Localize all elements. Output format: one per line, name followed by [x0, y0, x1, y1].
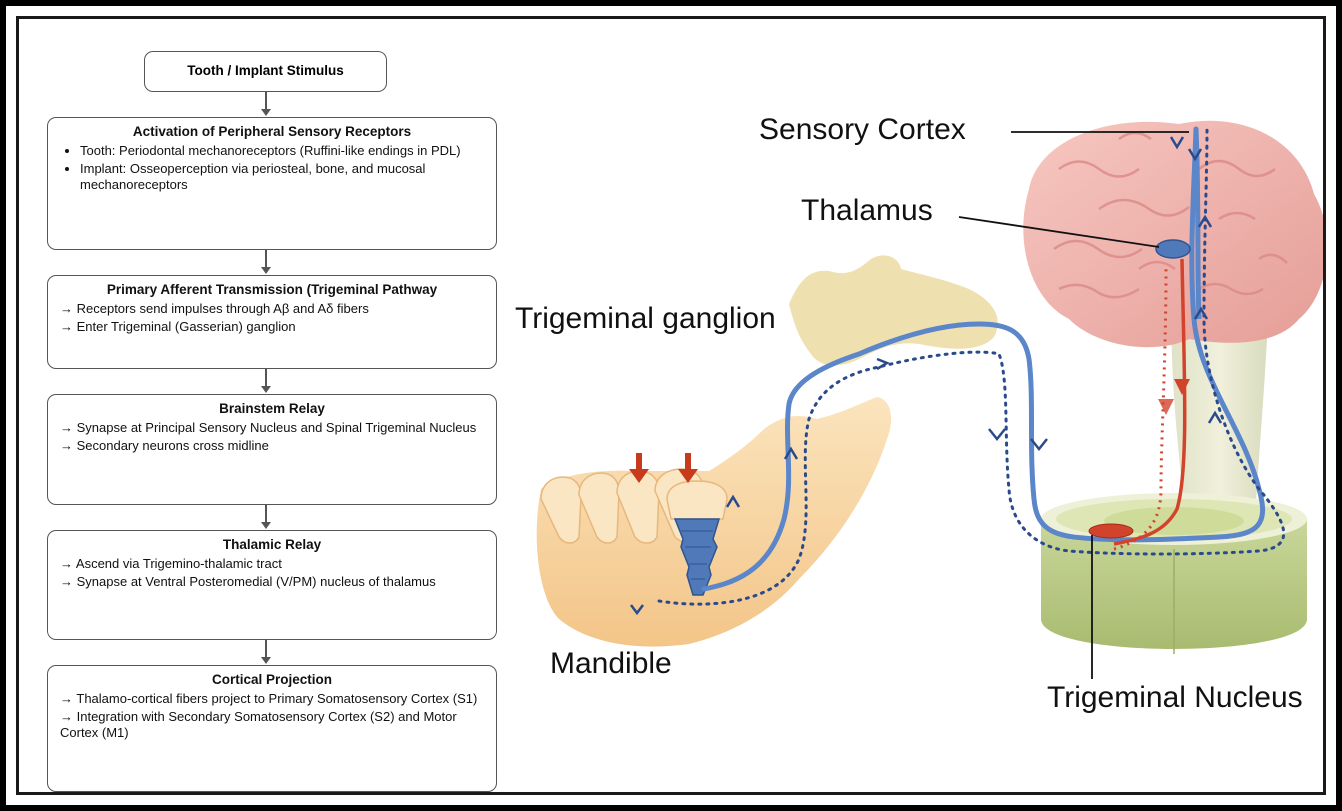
flow-start-box: Tooth / Implant Stimulus [144, 51, 387, 92]
flow-step-primary-afferent: Primary Afferent Transmission (Trigemina… [47, 275, 497, 369]
figure-panel: Tooth / Implant Stimulus Activation of P… [16, 16, 1326, 795]
flow-step-line: → Enter Trigeminal (Gasserian) ganglion [60, 319, 484, 335]
flow-step-peripheral-receptors: Activation of Peripheral Sensory Recepto… [47, 117, 497, 250]
flow-arrowhead [261, 386, 271, 393]
flow-arrowhead [261, 109, 271, 116]
flow-step-line: → Synapse at Principal Sensory Nucleus a… [60, 420, 484, 436]
label-sensory-cortex: Sensory Cortex [759, 113, 966, 147]
trigeminal-ganglion-shape [789, 255, 998, 365]
flow-step-title: Brainstem Relay [60, 401, 484, 416]
flow-arrow [265, 505, 267, 522]
flow-arrowhead [261, 657, 271, 664]
trigeminal-nucleus-shape [1089, 524, 1133, 538]
flow-step-title: Cortical Projection [60, 672, 484, 687]
flow-step-line: Tooth: Periodontal mechanoreceptors (Ruf… [80, 143, 484, 159]
label-trigeminal-nucleus: Trigeminal Nucleus [1047, 681, 1303, 715]
flow-step-brainstem-relay: Brainstem Relay → Synapse at Principal S… [47, 394, 497, 505]
outer-frame: Tooth / Implant Stimulus Activation of P… [6, 6, 1336, 805]
label-mandible: Mandible [550, 647, 672, 681]
flow-arrow [265, 369, 267, 386]
flow-arrow [265, 250, 267, 267]
flow-step-line: → Thalamo-cortical fibers project to Pri… [60, 691, 484, 707]
label-thalamus: Thalamus [801, 194, 933, 228]
flow-step-thalamic-relay: Thalamic Relay → Ascend via Trigemino-th… [47, 530, 497, 640]
flow-step-line: → Receptors send impulses through Aβ and… [60, 301, 484, 317]
flow-step-title: Primary Afferent Transmission (Trigemina… [60, 282, 484, 297]
label-trigeminal-ganglion: Trigeminal ganglion [515, 302, 776, 336]
flow-arrowhead [261, 522, 271, 529]
flow-arrow [265, 92, 267, 109]
flow-step-line: → Ascend via Trigemino-thalamic tract [60, 556, 484, 572]
flow-arrow [265, 640, 267, 657]
flow-step-cortical-projection: Cortical Projection → Thalamo-cortical f… [47, 665, 497, 792]
brainstem-cylinder [1041, 493, 1307, 654]
thalamus-shape [1156, 240, 1190, 258]
flow-step-line: → Integration with Secondary Somatosenso… [60, 709, 484, 741]
flow-step-title: Thalamic Relay [60, 537, 484, 552]
flow-step-line: Implant: Osseoperception via periosteal,… [80, 161, 484, 193]
flow-step-line: → Synapse at Ventral Posteromedial (V/PM… [60, 574, 484, 590]
flow-step-title: Activation of Peripheral Sensory Recepto… [60, 124, 484, 139]
flow-step-line: → Secondary neurons cross midline [60, 438, 484, 454]
flow-arrowhead [261, 267, 271, 274]
